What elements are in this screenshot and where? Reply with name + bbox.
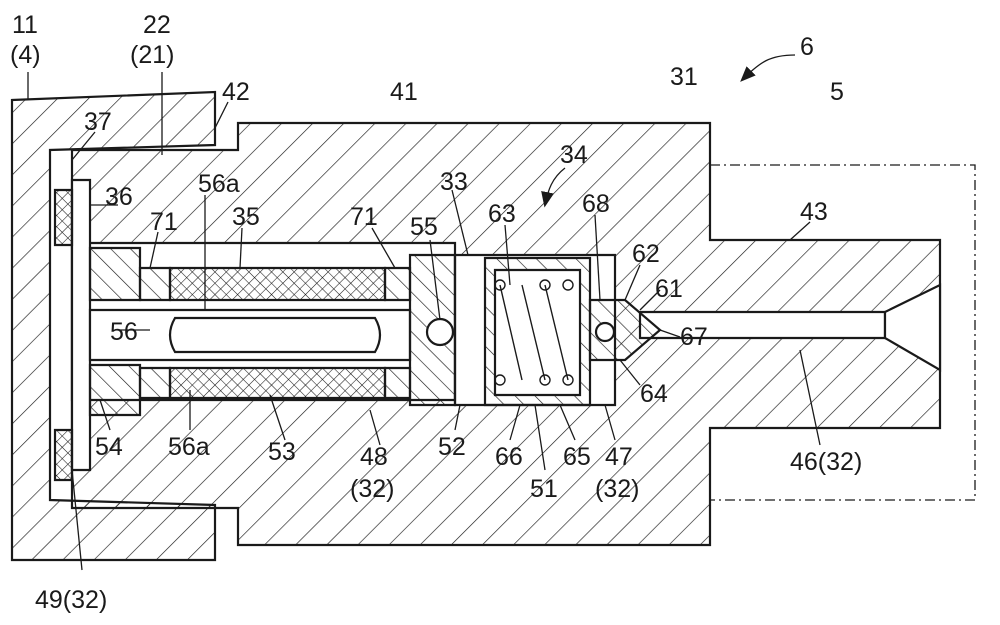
label-56a-bottom: 56a [168,433,210,461]
plunger-56 [168,316,382,354]
label-56a-top: 56a [198,170,240,198]
label-46: 46(32) [790,448,862,476]
label-34: 34 [560,141,588,169]
nozzle-cone [883,283,942,372]
label-41: 41 [390,78,418,106]
label-71-right: 71 [350,203,378,231]
ball-67 [594,321,616,343]
label-43: 43 [800,198,828,226]
label-61: 61 [655,275,683,303]
spring-coil [494,279,506,291]
label-4: (4) [10,41,41,69]
label-49: 49(32) [35,586,107,614]
label-35: 35 [232,203,260,231]
cap-71-left-top [138,266,172,302]
coil-35-top [168,266,387,302]
label-11: 11 [12,11,38,39]
label-52: 52 [438,433,466,461]
spring-coil [562,279,574,291]
label-51: 51 [530,475,558,503]
passage-46 [638,310,887,340]
seal-37-top [53,188,74,247]
label-55: 55 [410,213,438,241]
label-68: 68 [582,190,610,218]
housing-wall [10,90,217,562]
label-67: 67 [680,323,708,351]
cap-71-right-bottom [383,366,412,400]
label-53: 53 [268,438,296,466]
label-21: (21) [130,41,174,69]
leader-lines [27,72,821,571]
label-71-left: 71 [150,208,178,236]
label-32-a: (32) [350,475,394,503]
coil-35-bottom [168,366,387,400]
left-flange [70,178,92,472]
label-47: 47 [605,443,633,471]
label-22: 22 [143,11,171,39]
label-31: 31 [670,63,698,91]
ball-55 [425,317,455,347]
spring-chamber [493,268,582,397]
label-5: 5 [830,78,844,106]
arrow-6 [740,54,796,82]
seal-37-bottom [53,428,74,482]
label-36: 36 [105,183,133,211]
spring-63 [499,284,569,381]
spring-coil [539,279,551,291]
label-48: 48 [360,443,388,471]
spring-coil [539,374,551,386]
label-32-b: (32) [595,475,639,503]
label-33: 33 [440,168,468,196]
cap-71-left-bottom [138,366,172,400]
label-6: 6 [800,33,814,61]
spring-coil [562,374,574,386]
valve-needle-61 [588,298,662,362]
spring-coil [494,374,506,386]
label-56: 56 [110,318,138,346]
label-37: 37 [84,108,112,136]
label-64: 64 [640,380,668,408]
label-65: 65 [563,443,591,471]
label-42: 42 [222,78,250,106]
label-63: 63 [488,200,516,228]
holder-54 [88,363,142,417]
cap-71-right-top [383,266,412,302]
holder-36 [88,246,142,302]
arrow-34 [541,167,566,208]
label-66: 66 [495,443,523,471]
label-62: 62 [632,240,660,268]
label-54: 54 [95,433,123,461]
